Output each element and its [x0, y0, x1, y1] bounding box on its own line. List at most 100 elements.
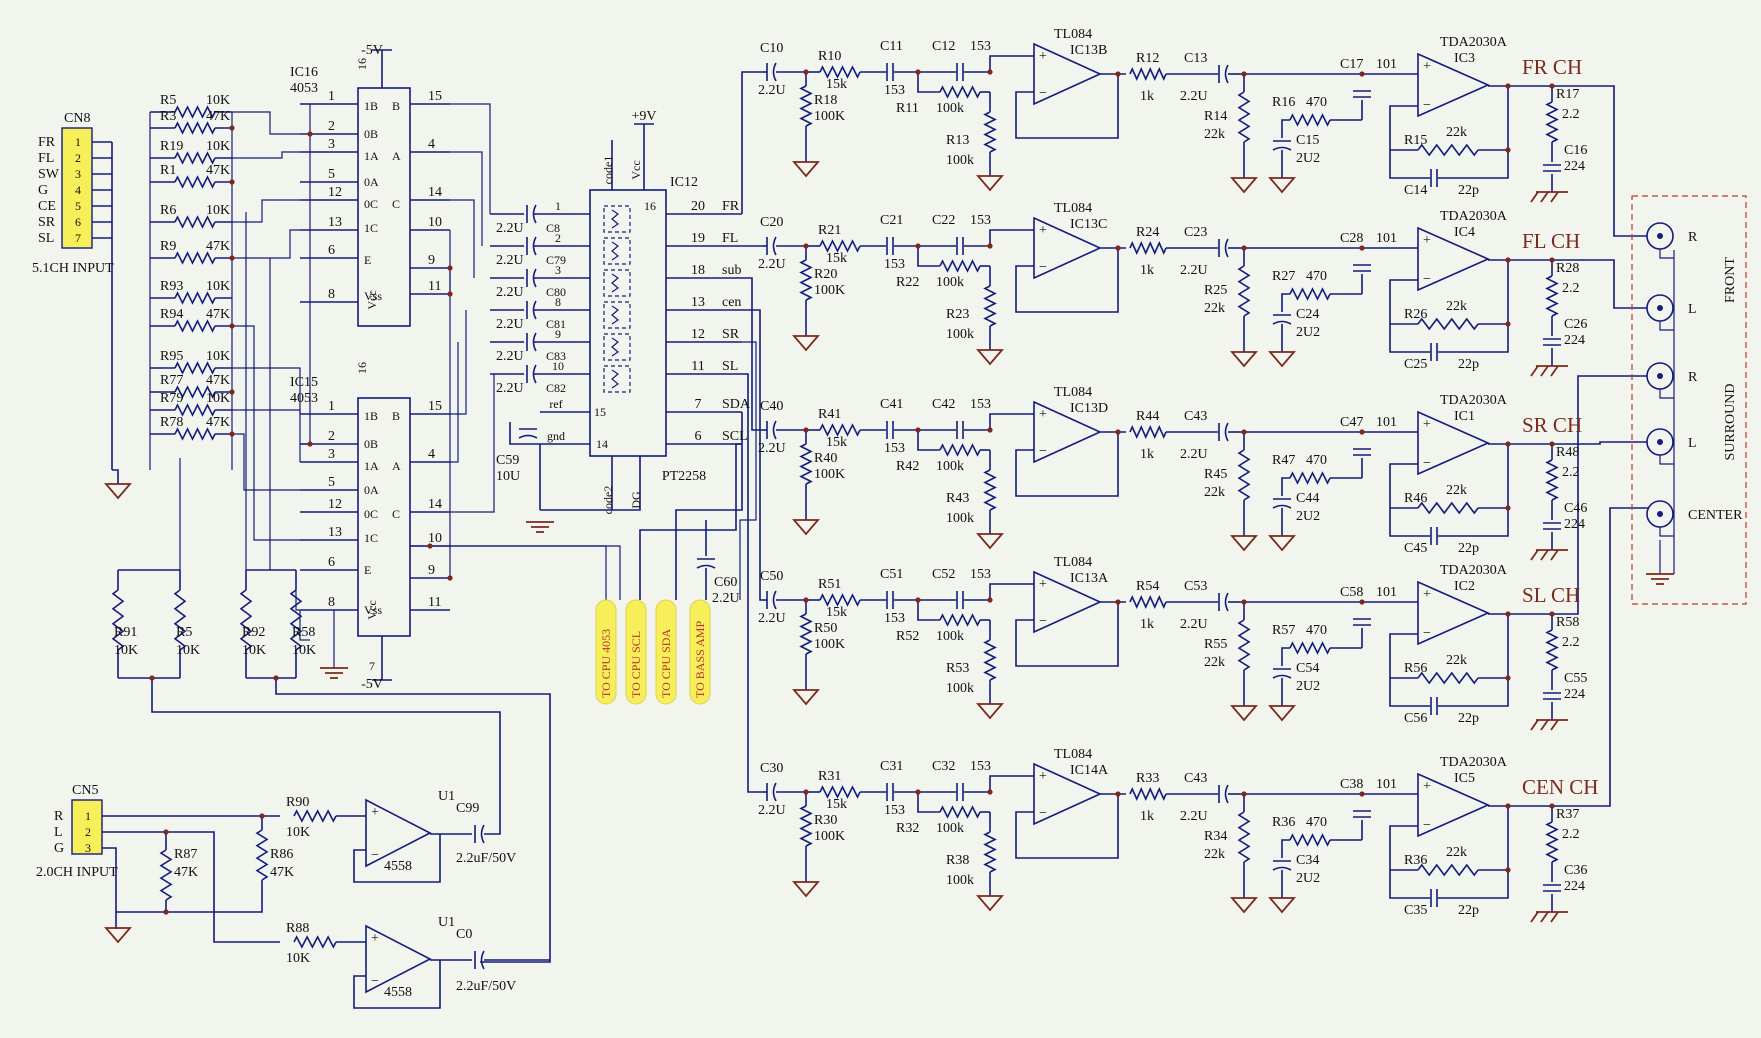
chassis-ground — [1550, 549, 1559, 561]
opamp-plus: + — [1423, 59, 1431, 74]
wire — [1281, 477, 1290, 496]
resistor — [1417, 671, 1479, 685]
wire — [450, 342, 459, 463]
opamp-body — [1417, 580, 1490, 646]
ic12-code1: code1 — [601, 156, 615, 185]
resistor-r19-value: 10K — [206, 139, 230, 154]
ic16-pin-3: 3 — [328, 137, 335, 152]
junction-dot — [1505, 505, 1511, 511]
cn8-pin-4: 4 — [75, 183, 81, 197]
cpu-text-3: TO BASS AMP — [693, 621, 707, 698]
opamp-body — [365, 798, 432, 868]
ic12-attenuator — [603, 205, 631, 233]
resistor-r95-value: 10K — [206, 349, 230, 364]
resistor — [983, 639, 997, 681]
fr-ch-c2-value: 153 — [884, 83, 905, 98]
resistor — [1417, 501, 1479, 515]
cn5-pin-3: 3 — [85, 841, 91, 855]
ic16-pin-1: 1 — [328, 89, 335, 104]
resistor — [939, 613, 981, 627]
output-jack-pin — [1657, 373, 1663, 379]
capacitor-plate — [480, 950, 485, 970]
junction-dot — [229, 323, 235, 329]
ic16-pin-11: 11 — [428, 279, 441, 294]
resistor — [1289, 471, 1331, 485]
resistor — [1417, 317, 1479, 331]
sl-ch-ro-value: 1k — [1140, 617, 1154, 632]
ground-symbol — [792, 161, 820, 178]
sl-ch-cs-value: 2U2 — [1296, 679, 1320, 694]
resistor — [1237, 265, 1251, 317]
cn5-caption: 2.0CH INPUT — [36, 865, 118, 880]
opamp-plus: + — [1423, 779, 1431, 794]
opamp-minus: − — [1423, 626, 1431, 641]
ic12-pin-3: 3 — [555, 263, 561, 277]
sr-ch-co-value: 2.2U — [1180, 447, 1208, 462]
opamp-minus: − — [1423, 456, 1431, 471]
sl-ch-r2-value: 100K — [814, 637, 845, 652]
wire — [151, 678, 501, 822]
wire — [1438, 614, 1509, 707]
resistor — [1129, 425, 1167, 439]
fl-ch-rfb-name: R26 — [1404, 307, 1427, 322]
resistor-r90-name: R90 — [286, 795, 309, 810]
opamp-minus: − — [371, 974, 379, 989]
cap-c60-value: 2.2U — [712, 591, 740, 606]
cen-ch-r1-name: R31 — [818, 769, 841, 784]
bias-r92-value: 10K — [242, 643, 266, 658]
ic12-attenuator — [603, 269, 631, 297]
fl-ch-ro-name: R24 — [1136, 225, 1159, 240]
ic16-pin-14: 14 — [428, 185, 442, 200]
wire — [232, 111, 300, 135]
resistor — [819, 65, 861, 79]
sl-ch-rfb-name: R56 — [1404, 661, 1427, 676]
resistor — [174, 291, 216, 305]
junction-dot — [803, 789, 809, 795]
fr-ch-rg-value: 100k — [946, 153, 974, 168]
ic15-inner-7: Vss — [364, 603, 382, 617]
cn5-signal-g: G — [54, 841, 64, 856]
wire — [1659, 249, 1674, 259]
resistor — [799, 443, 813, 485]
opamp-body — [1033, 570, 1102, 634]
cpu-label-0 — [595, 599, 617, 705]
cen-ch-cfb-value: 22p — [1458, 903, 1479, 918]
ic12-out-fl: FL — [722, 231, 738, 246]
fr-ch-rg-name: R13 — [946, 133, 969, 148]
opamp-body — [1033, 400, 1102, 464]
output-jack-label-2: R — [1688, 370, 1698, 385]
resistor-r19-name: R19 — [160, 139, 183, 154]
opamp-minus: − — [1039, 806, 1047, 821]
ic12-name: IC12 — [670, 175, 698, 190]
junction-dot — [447, 575, 453, 581]
capacitor-plate — [532, 364, 537, 384]
sl-ch-c2-value: 153 — [884, 611, 905, 626]
sr-ch-rs-name: R47 — [1272, 453, 1295, 468]
fl-ch-amp-name: TDA2030A — [1440, 209, 1508, 224]
wire — [232, 367, 301, 414]
ic12-dg: DG — [629, 491, 643, 509]
fr-ch-r2-name: R18 — [814, 93, 837, 108]
fl-ch-amp-designator: IC4 — [1454, 225, 1475, 240]
cap-c81-name: C81 — [546, 317, 566, 331]
ground-symbol — [1268, 177, 1296, 194]
sr-ch-cin-name: C40 — [760, 399, 783, 414]
junction-dot — [273, 675, 279, 681]
junction-dot — [307, 131, 313, 137]
ic15-pin-1: 1 — [328, 399, 335, 414]
capacitor-plate — [772, 420, 777, 440]
sl-ch-rg-value: 100k — [946, 681, 974, 696]
cn8-pin-7: 7 — [75, 231, 81, 245]
opamp-minus: − — [1039, 444, 1047, 459]
sl-ch-rg-name: R53 — [946, 661, 969, 676]
cap-c60-name: C60 — [714, 575, 737, 590]
resistor-r5-name: R5 — [160, 93, 176, 108]
junction-dot — [1549, 257, 1555, 263]
ic12-out-sda: SDA — [722, 397, 751, 412]
ic15-inner-9: A — [392, 459, 401, 473]
wire — [232, 229, 300, 259]
cap-c59-value: 10U — [496, 469, 520, 484]
fr-ch-rz-name: R17 — [1556, 87, 1579, 102]
cap-c0-value: 2.2uF/50V — [456, 979, 516, 994]
cn8-name: CN8 — [64, 111, 90, 126]
